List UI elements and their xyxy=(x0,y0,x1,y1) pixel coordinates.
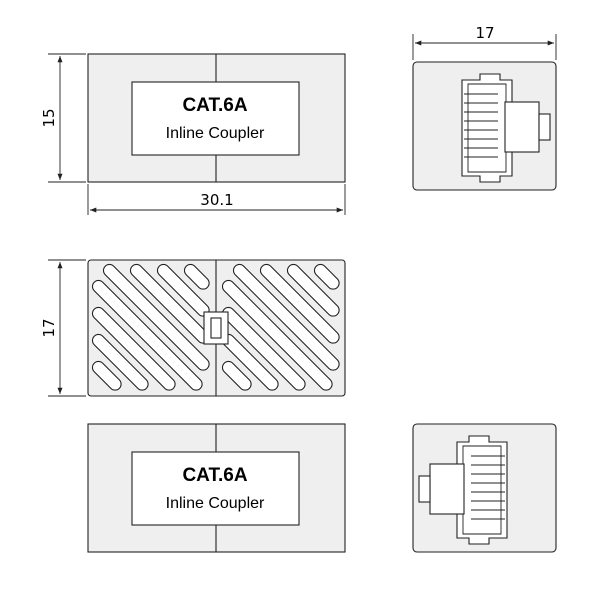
dimension-front-width: 30.1 xyxy=(87,184,346,215)
front-view-top: CAT.6A Inline Coupler xyxy=(87,53,346,183)
rib xyxy=(221,279,333,391)
jack-latch-tab-bottom xyxy=(418,475,431,503)
label-title-bottom: CAT.6A xyxy=(182,465,247,486)
label-title-top: CAT.6A xyxy=(182,95,247,116)
jack-latch-top xyxy=(504,101,540,153)
label-box-bottom xyxy=(131,451,300,526)
dim-end-width-text: 17 xyxy=(475,24,494,42)
jack-pins-bottom xyxy=(471,455,505,520)
jack-pins-top xyxy=(464,93,498,158)
ribs-right xyxy=(221,263,340,391)
end-view-top xyxy=(412,61,557,191)
rib xyxy=(221,360,252,391)
rib xyxy=(221,306,306,391)
rib xyxy=(91,279,203,391)
dimension-front-height: 15 xyxy=(40,53,86,183)
dimension-end-width: 17 xyxy=(412,24,557,60)
rj45-jack-bottom xyxy=(456,435,508,545)
center-clip-slot xyxy=(210,317,222,339)
dim-front-width-text: 30.1 xyxy=(200,191,233,209)
rib xyxy=(102,263,210,371)
top-view xyxy=(87,259,346,397)
rib xyxy=(91,306,176,391)
end-view-bottom xyxy=(412,423,557,553)
label-subtitle-bottom: Inline Coupler xyxy=(166,495,265,512)
rib xyxy=(91,333,149,391)
rj45-jack-top xyxy=(461,73,513,183)
jack-latch-bottom xyxy=(429,463,465,515)
front-view-bottom: CAT.6A Inline Coupler xyxy=(87,423,346,553)
label-box-top xyxy=(131,81,300,156)
rib xyxy=(232,263,340,371)
rib xyxy=(91,360,122,391)
dim-front-height-text: 15 xyxy=(40,108,58,127)
rib xyxy=(313,263,340,290)
rib xyxy=(286,263,340,317)
label-subtitle-top: Inline Coupler xyxy=(166,125,265,142)
dimension-top-height: 17 xyxy=(40,259,86,397)
rib xyxy=(259,263,340,344)
jack-latch-tab-top xyxy=(538,113,551,141)
dim-top-height-text: 17 xyxy=(40,318,58,337)
rib xyxy=(183,263,210,290)
ribs-left xyxy=(91,263,210,391)
